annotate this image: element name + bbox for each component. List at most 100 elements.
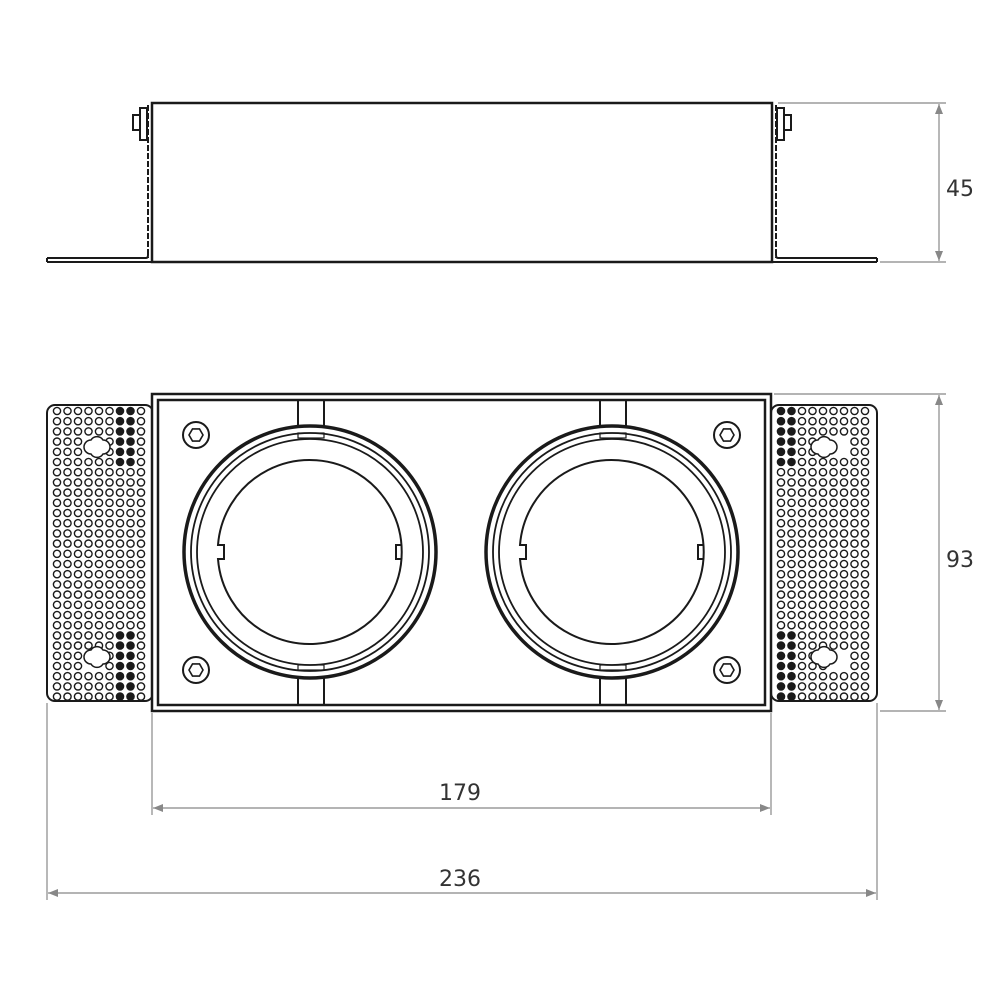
perforation-hole <box>850 406 859 416</box>
perforation-hole <box>829 529 838 538</box>
perforation-hole <box>115 478 125 487</box>
perforation-hole <box>776 539 786 548</box>
perforation-hole <box>84 427 93 436</box>
right-clip-tab <box>783 114 792 131</box>
perforation-hole <box>94 508 104 518</box>
perforation-hole <box>126 539 135 548</box>
perforation-hole <box>808 682 817 691</box>
perforation-hole <box>839 457 849 467</box>
perforation-hole <box>73 437 83 446</box>
perforation-hole <box>136 437 146 446</box>
keyhole-icon <box>83 435 111 459</box>
perforation-hole <box>105 569 114 579</box>
perforation-hole <box>850 661 859 671</box>
perforation-hole <box>126 488 135 497</box>
perforation-hole <box>808 631 817 640</box>
perforation-hole <box>808 549 817 559</box>
perforation-hole <box>818 600 828 610</box>
perforation-hole <box>136 590 146 599</box>
perforation-hole <box>115 467 125 477</box>
perforation-hole <box>136 692 146 701</box>
perforation-hole <box>136 671 146 681</box>
perforation-hole <box>94 457 104 467</box>
perforation-hole <box>797 549 807 559</box>
perforation-hole <box>787 498 796 508</box>
perforation-hole <box>839 508 849 518</box>
right-clip <box>776 107 785 141</box>
lamp-ring-outer <box>182 424 438 680</box>
perforation-hole <box>839 539 849 548</box>
perforation-hole <box>818 427 828 436</box>
perforation-hole <box>52 427 62 436</box>
perforation-hole <box>126 478 135 487</box>
perforation-hole <box>63 559 72 569</box>
perforation-hole <box>829 671 838 681</box>
perforation-hole <box>797 641 807 650</box>
perforation-hole <box>126 498 135 508</box>
perforation-hole <box>797 488 807 497</box>
dimensions <box>46 102 946 900</box>
perforation-hole <box>797 447 807 457</box>
perforation-hole <box>84 631 93 640</box>
perforation-hole <box>105 610 114 620</box>
perforation-hole <box>776 559 786 569</box>
perforation-hole <box>776 590 786 599</box>
perforation-hole <box>73 671 83 681</box>
perforation-hole <box>73 692 83 701</box>
perforation-hole <box>63 590 72 599</box>
perforation-hole <box>818 467 828 477</box>
perforation-hole <box>73 569 83 579</box>
perforation-hole <box>84 467 93 477</box>
perforation-hole <box>808 620 817 630</box>
perforation-hole <box>105 457 114 467</box>
perforation-hole <box>818 580 828 589</box>
perforation-hole <box>136 661 146 671</box>
perforation-hole <box>84 457 93 467</box>
perforation-hole <box>52 478 62 487</box>
dim-label-height: 45 <box>946 177 974 202</box>
perforation-hole <box>787 488 796 497</box>
perforation-hole <box>136 610 146 620</box>
perforation-hole <box>136 518 146 528</box>
perforation-hole <box>829 498 838 508</box>
perforation-hole <box>126 651 135 661</box>
perforation-hole <box>829 590 838 599</box>
perforation-hole <box>808 427 817 436</box>
perforation-hole <box>126 580 135 589</box>
perforation-hole <box>52 631 62 640</box>
perforation-hole <box>787 692 796 701</box>
perforation-hole <box>860 590 870 599</box>
perforation-hole <box>839 682 849 691</box>
perforation-hole <box>850 427 859 436</box>
screw-icon <box>182 421 210 449</box>
lamp-opening <box>216 459 403 645</box>
perforation-hole <box>136 467 146 477</box>
perforation-hole <box>839 427 849 436</box>
perforation-hole <box>63 671 72 681</box>
perforation-hole <box>63 682 72 691</box>
perforation-hole <box>787 610 796 620</box>
perforation-hole <box>860 437 870 446</box>
perforation-hole <box>776 518 786 528</box>
perforation-hole <box>797 508 807 518</box>
perforation-hole <box>126 549 135 559</box>
perforation-hole <box>126 447 135 457</box>
perforation-hole <box>808 692 817 701</box>
perforation-hole <box>73 498 83 508</box>
perforation-hole <box>94 467 104 477</box>
perforation-hole <box>52 488 62 497</box>
perforation-hole <box>797 682 807 691</box>
perforation-hole <box>797 651 807 661</box>
perforation-hole <box>818 498 828 508</box>
perforation-hole <box>105 488 114 497</box>
perforation-hole <box>73 416 83 426</box>
perforation-hole <box>52 661 62 671</box>
perforation-hole <box>105 580 114 589</box>
perforation-hole <box>115 620 125 630</box>
perforation-hole <box>94 549 104 559</box>
perforation-hole <box>94 631 104 640</box>
perforation-hole <box>787 600 796 610</box>
perforation-hole <box>787 406 796 416</box>
perforation-hole <box>126 610 135 620</box>
perforation-hole <box>839 406 849 416</box>
